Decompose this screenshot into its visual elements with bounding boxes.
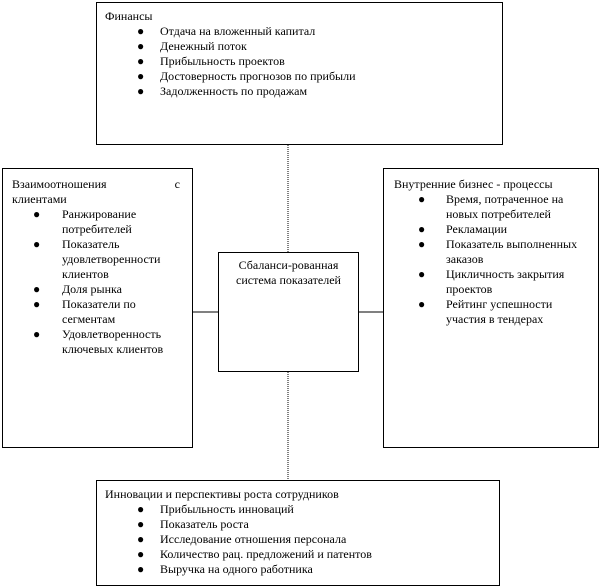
- bullet-icon: ●: [137, 547, 145, 561]
- list-item: ●Достоверность прогнозов по прибыли: [137, 69, 356, 83]
- bullet-icon: ●: [418, 222, 426, 236]
- bullet-icon: ●: [33, 297, 41, 311]
- customers-box: Взаимоотношения с клиентами ●Ранжировани…: [2, 168, 193, 448]
- bullet-icon: ●: [137, 502, 145, 516]
- bullet-icon: ●: [33, 207, 41, 221]
- list-item: ●Задолженность по продажам: [137, 84, 308, 98]
- growth-title: Инновации и перспективы роста сотруднико…: [105, 487, 339, 501]
- bullet-icon: ●: [137, 69, 145, 83]
- list-item: ●Выручка на одного работника: [137, 562, 313, 576]
- finance-title: Финансы: [105, 9, 153, 23]
- bullet-icon: ●: [137, 39, 145, 53]
- bullet-icon: ●: [418, 192, 426, 206]
- bullet-icon: ●: [137, 532, 145, 546]
- finance-list: ●Отдача на вложенный капитал ●Денежный п…: [105, 24, 502, 99]
- list-item: ●Удовлетворенность ключевых клиентов: [33, 327, 164, 356]
- bullet-icon: ●: [33, 282, 41, 296]
- list-item: ●Отдача на вложенный капитал: [137, 24, 316, 38]
- processes-box: Внутренние бизнес - процессы ●Время, пот…: [383, 168, 599, 448]
- customers-title: Взаимоотношения с: [12, 177, 180, 191]
- finance-box: Финансы ●Отдача на вложенный капитал ●Де…: [96, 2, 503, 145]
- list-item: ●Исследование отношения персонала: [137, 532, 347, 546]
- customers-title-line2: клиентами: [12, 192, 67, 206]
- list-item: ●Ранжирование потребителей: [33, 207, 137, 236]
- bullet-icon: ●: [137, 54, 145, 68]
- bullet-icon: ●: [418, 237, 426, 251]
- bullet-icon: ●: [33, 237, 41, 251]
- bullet-icon: ●: [33, 327, 41, 341]
- list-item: ●Рейтинг успешности участия в тендерах: [418, 297, 553, 326]
- processes-title: Внутренние бизнес - процессы: [394, 177, 553, 191]
- bullet-icon: ●: [137, 84, 145, 98]
- list-item: ●Показатели по сегментам: [33, 297, 136, 326]
- bullet-icon: ●: [418, 297, 426, 311]
- list-item: ●Показатель удовлетворенности клиентов: [33, 237, 161, 281]
- bullet-icon: ●: [137, 562, 145, 576]
- customers-list: ●Ранжирование потребителей ●Показатель у…: [12, 207, 186, 357]
- bullet-icon: ●: [137, 24, 145, 38]
- center-label: Сбаланси-рованная система показателей: [236, 258, 341, 287]
- center-box: Сбаланси-рованная система показателей: [218, 252, 359, 372]
- list-item: ●Показатель роста: [137, 517, 249, 531]
- list-item: ●Цикличность закрытия проектов: [418, 267, 565, 296]
- growth-list: ●Прибыльность инноваций ●Показатель рост…: [105, 502, 499, 577]
- list-item: ●Показатель выполненных заказов: [418, 237, 578, 266]
- list-item: ●Время, потраченное на новых потребителе…: [418, 192, 564, 221]
- growth-box: Инновации и перспективы роста сотруднико…: [96, 480, 500, 586]
- list-item: ●Количество рац. предложений и патентов: [137, 547, 372, 561]
- list-item: ●Прибыльность проектов: [137, 54, 285, 68]
- list-item: ●Доля рынка: [33, 282, 122, 296]
- bullet-icon: ●: [137, 517, 145, 531]
- list-item: ●Денежный поток: [137, 39, 247, 53]
- list-item: ●Прибыльность инноваций: [137, 502, 294, 516]
- processes-list: ●Время, потраченное на новых потребителе…: [394, 192, 590, 327]
- list-item: ●Рекламации: [418, 222, 508, 236]
- bullet-icon: ●: [418, 267, 426, 281]
